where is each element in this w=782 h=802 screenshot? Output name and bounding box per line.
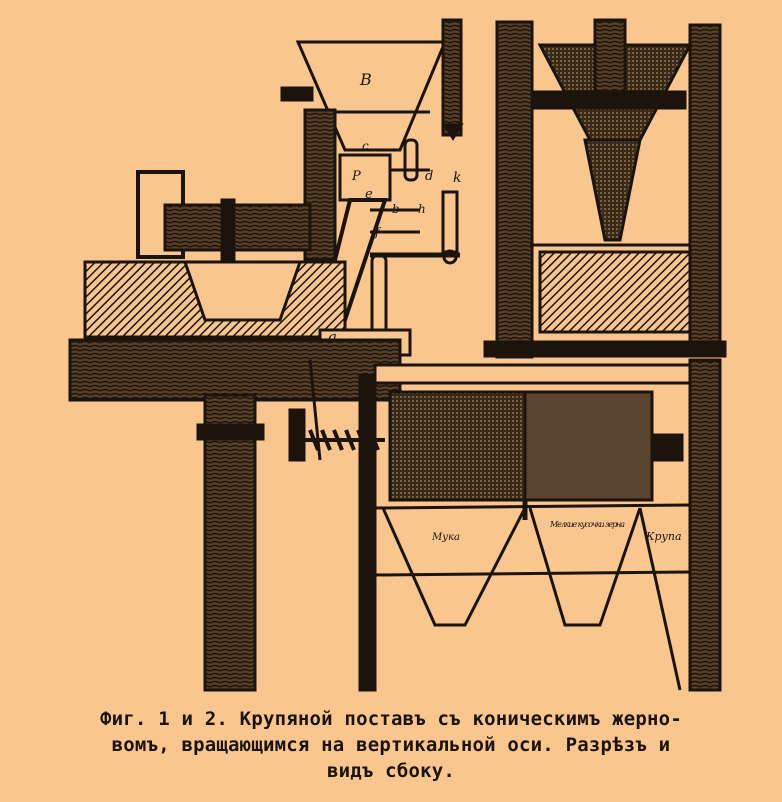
- caption-line: Фиг. 1 и 2. Крупяной поставъ съ коническ…: [100, 708, 682, 730]
- caption-line: вомъ, вращающимся на вертикальной оси. Р…: [111, 734, 671, 756]
- floor-beam: [68, 338, 402, 402]
- figure-1-section: [68, 18, 464, 692]
- figure-caption: Фиг. 1 и 2. Крупяной поставъ съ коническ…: [8, 706, 774, 784]
- label-e: e: [365, 187, 373, 202]
- label-flour: Мука: [431, 532, 460, 543]
- post: [441, 18, 463, 137]
- label-h: h: [418, 202, 426, 216]
- vertical-shaft: [203, 393, 257, 692]
- screw-conveyor: [305, 429, 385, 451]
- label-fine-pieces: Мелкие кусочки зерна: [549, 520, 625, 529]
- label-groats: Крупа: [645, 530, 682, 543]
- label-c: c: [362, 139, 369, 153]
- label-a: a: [328, 328, 337, 346]
- label-k: k: [453, 170, 461, 186]
- label-d: d: [425, 169, 433, 184]
- part-labels: B c P e d k b h f a Мука Мелкие кусочки …: [328, 70, 682, 543]
- caption-line: видъ сбоку.: [326, 760, 456, 782]
- label-b: b: [392, 202, 400, 216]
- label-f: f: [374, 225, 382, 239]
- label-hopper: B: [359, 70, 372, 89]
- sifter: [358, 358, 722, 692]
- label-p: P: [351, 169, 361, 184]
- figure-2-side-view: [483, 18, 727, 359]
